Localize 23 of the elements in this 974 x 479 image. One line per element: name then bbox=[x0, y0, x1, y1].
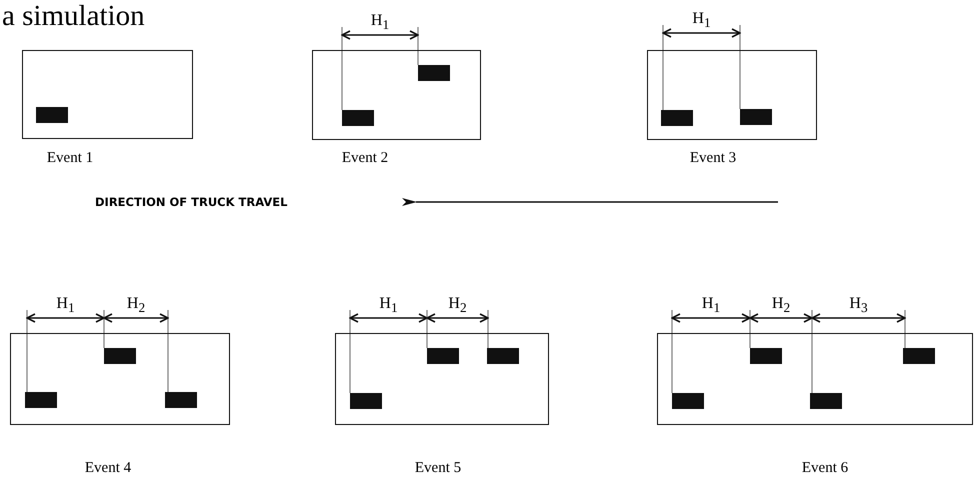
event-panel bbox=[335, 333, 549, 425]
dimension-label: H$_{1}$ bbox=[692, 11, 711, 32]
dimension-label: H$_{1}$ bbox=[370, 13, 390, 34]
dimension-label: H$_{2}$ bbox=[772, 296, 790, 316]
dimension-label: H$_{2}$ bbox=[126, 296, 146, 316]
event-caption: Event 5 bbox=[414, 460, 462, 477]
event-caption: Event 6 bbox=[802, 460, 848, 477]
event-panel bbox=[657, 333, 973, 425]
event-caption: Event 4 bbox=[84, 460, 132, 477]
event-caption: Event 1 bbox=[46, 150, 94, 167]
dimension-label: H$_{2}$ bbox=[448, 296, 467, 316]
dimension-label: H$_{3}$ bbox=[849, 296, 868, 316]
event-panel bbox=[10, 333, 230, 425]
title: a simulation bbox=[2, 0, 145, 33]
event-caption: Event 2 bbox=[342, 150, 388, 167]
event-panel bbox=[312, 50, 481, 140]
direction-label: DIRECTION OF TRUCK TRAVEL bbox=[95, 195, 288, 209]
event-panel bbox=[647, 50, 817, 140]
dimension-label: H$_{1}$ bbox=[702, 296, 720, 316]
event-caption: Event 3 bbox=[690, 150, 736, 167]
dimension-label: H$_{1}$ bbox=[379, 296, 398, 316]
event-panel bbox=[22, 50, 193, 139]
dimension-label: H$_{1}$ bbox=[56, 296, 75, 316]
